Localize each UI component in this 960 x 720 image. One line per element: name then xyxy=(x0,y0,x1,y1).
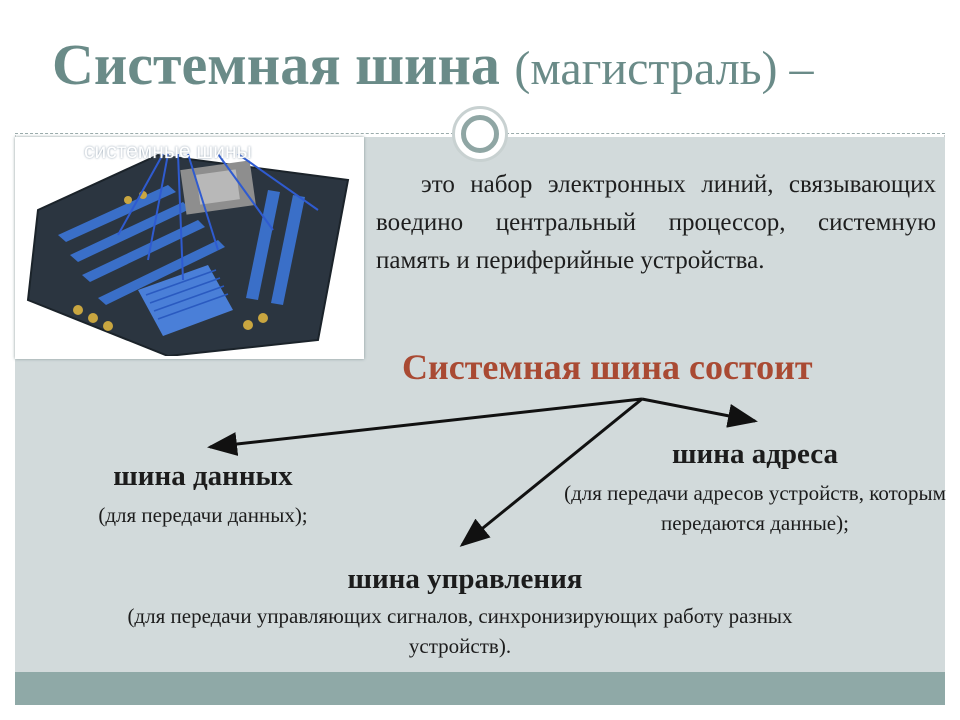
arrow-to-address-bus xyxy=(641,397,758,428)
arrow-to-control-bus xyxy=(459,397,643,547)
photo-label: системные шины xyxy=(84,140,252,163)
title-main: Системная шина xyxy=(52,32,500,97)
title-sub: (магистраль) – xyxy=(514,42,814,95)
motherboard-photo: системные шины xyxy=(15,137,364,359)
footer-bar xyxy=(15,672,945,705)
ring-ornament-icon xyxy=(452,106,508,162)
definition-text: это набор электронных линий, связывающих… xyxy=(376,171,936,274)
address-bus-title: шина адреса xyxy=(672,438,838,470)
data-bus-desc: (для передачи данных); xyxy=(98,503,308,527)
address-bus-desc: (для передачи адресов устройств, которым… xyxy=(564,481,946,535)
arrow-to-data-bus xyxy=(207,397,643,456)
control-bus-desc: (для передачи управляющих сигналов, синх… xyxy=(127,604,793,658)
slide-title: Системная шина (магистраль) – xyxy=(52,30,932,104)
motherboard-illustration xyxy=(26,153,350,356)
control-bus-title: шина управления xyxy=(347,563,583,595)
data-bus-title: шина данных xyxy=(113,460,293,492)
diagram-heading: Системная шина состоит xyxy=(402,347,813,387)
